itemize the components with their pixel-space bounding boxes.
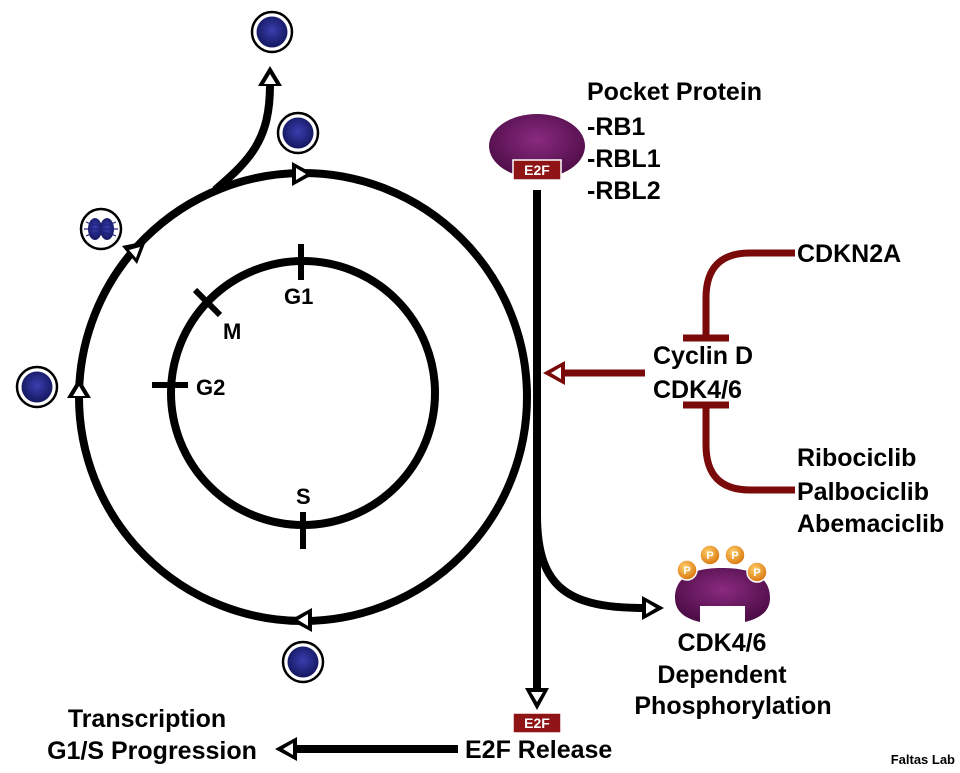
cdk46-label: CDK4/6	[653, 376, 742, 404]
e2f-tag-bound: E2F	[512, 159, 562, 181]
phospho-caption-line2: Dependent	[657, 661, 787, 689]
svg-text:P: P	[706, 550, 713, 562]
phosphate-group-2: P	[699, 544, 721, 566]
transcription-label: Transcription	[68, 705, 226, 733]
pocket-protein-member-rb1: -RB1	[587, 113, 645, 141]
cell-dividing	[79, 207, 123, 251]
phosphorylated-pocket-protein	[675, 568, 770, 622]
phosphate-group-4: P	[746, 561, 768, 583]
m-tick	[192, 287, 223, 318]
cell-upper	[276, 111, 320, 155]
phospho-caption-line3: Phosphorylation	[634, 692, 831, 720]
phosphate-group-1: P	[676, 559, 698, 581]
phase-label-s: S	[296, 484, 311, 509]
svg-text:P: P	[683, 565, 690, 577]
phase-label-g2: G2	[196, 375, 225, 400]
g1s-progression-label: G1/S Progression	[47, 737, 257, 765]
drug-abemaciclib: Abemaciclib	[797, 510, 944, 538]
phase-label-m: M	[223, 319, 241, 344]
drug-ribociclib: Ribociclib	[797, 444, 916, 472]
ring-arrow-bottom	[290, 608, 312, 632]
pocket-protein-member-rbl2: -RBL2	[587, 177, 661, 205]
drug-inhibition-line	[702, 405, 795, 494]
e2f-tag-released: E2F	[512, 712, 562, 734]
svg-text:E2F: E2F	[524, 715, 550, 731]
phosphate-group-3: P	[724, 544, 746, 566]
cycle-exit-path	[212, 84, 274, 194]
outer-cycle-ring	[75, 169, 531, 625]
cdkn2a-label: CDKN2A	[797, 240, 901, 268]
ring-arrow-left	[67, 378, 91, 398]
credit-label: Faltas Lab	[891, 752, 955, 767]
svg-text:E2F: E2F	[524, 162, 550, 178]
cyclin-d-label: Cyclin D	[653, 342, 753, 370]
pocket-protein-title: Pocket Protein	[587, 78, 762, 106]
phospho-caption-line1: CDK4/6	[678, 629, 767, 657]
svg-text:P: P	[753, 567, 760, 579]
svg-text:P: P	[731, 550, 738, 562]
ring-arrow-top	[292, 162, 314, 186]
cell-left	[15, 365, 59, 409]
phase-label-g1: G1	[284, 284, 313, 309]
cdkn2a-inhibition-line	[702, 249, 795, 338]
cell-top	[250, 10, 294, 54]
pocket-protein-member-rbl1: -RBL1	[587, 145, 661, 173]
ring-arrow-upperleft	[122, 241, 146, 264]
cell-bottom	[281, 640, 325, 684]
e2f-release-label: E2F Release	[465, 736, 612, 764]
drug-palbociclib: Palbociclib	[797, 478, 929, 506]
phosphorylation-branch	[533, 514, 646, 612]
